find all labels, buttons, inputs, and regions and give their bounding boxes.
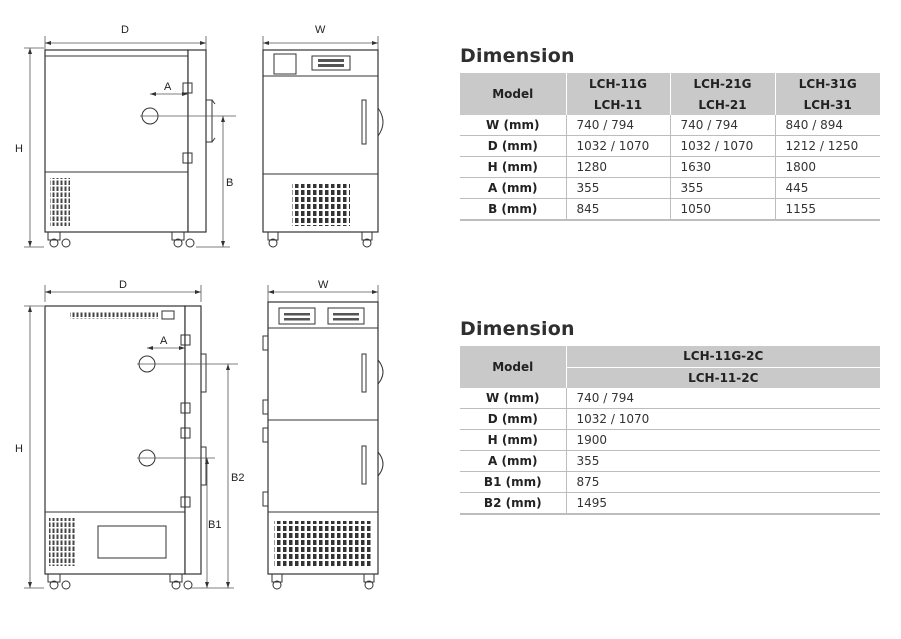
dimension-table-2: Model LCH-11G-2C LCH-11-2C W (mm) 740 / …: [460, 346, 880, 515]
table2-col-line1: LCH-11G-2C: [565, 346, 880, 368]
cell: 1032 / 1070: [565, 135, 670, 157]
table-row: W (mm) 740 / 794 740 / 794 840 / 894: [460, 115, 880, 136]
cell: 1032 / 1070: [669, 135, 775, 157]
label-b: B: [226, 177, 233, 189]
cell: 1050: [669, 198, 775, 221]
label-d: D: [121, 24, 129, 36]
cell: 875: [565, 471, 880, 493]
table1-header-row-2: LCH-11 LCH-21 LCH-31: [460, 94, 880, 115]
cell: 1495: [565, 492, 880, 515]
table-row: W (mm) 740 / 794: [460, 388, 880, 409]
table-row: A (mm) 355 355 445: [460, 177, 880, 199]
row-label: D (mm): [460, 408, 566, 430]
label-h-2: H: [15, 443, 23, 455]
cell: 1280: [565, 156, 670, 178]
table-row: D (mm) 1032 / 1070 1032 / 1070 1212 / 12…: [460, 135, 880, 157]
cell: 1212 / 1250: [774, 135, 880, 157]
table1-col-2-line2: LCH-31: [774, 94, 880, 115]
cell: 740 / 794: [669, 115, 775, 136]
row-label: H (mm): [460, 429, 566, 451]
label-a: A: [164, 81, 172, 93]
cell: 355: [565, 177, 670, 199]
cell: 445: [774, 177, 880, 199]
table2-col-line2: LCH-11-2C: [565, 367, 880, 388]
cell: 845: [565, 198, 670, 221]
cell: 740 / 794: [565, 388, 880, 409]
table-row: D (mm) 1032 / 1070: [460, 408, 880, 430]
table1-col-2-line1: LCH-31G: [774, 73, 880, 94]
row-label: B (mm): [460, 198, 566, 221]
cell: 1155: [774, 198, 880, 221]
cell: 355: [565, 450, 880, 472]
cell: 740 / 794: [565, 115, 670, 136]
dimension-title-2: Dimension: [460, 318, 575, 340]
table-row: B (mm) 845 1050 1155: [460, 198, 880, 221]
label-w-2: W: [318, 279, 329, 291]
table1-col-1-line1: LCH-21G: [669, 73, 775, 94]
bottom-front-view: W: [262, 279, 384, 590]
table-row: B1 (mm) 875: [460, 471, 880, 493]
dimension-title-1: Dimension: [460, 45, 575, 67]
cell: 1032 / 1070: [565, 408, 880, 430]
row-label: W (mm): [460, 388, 566, 409]
table2-header-row-2: LCH-11-2C: [460, 367, 880, 388]
top-side-view: D H A B: [15, 24, 236, 248]
table1-col-1-line2: LCH-21: [669, 94, 775, 115]
cell: 1800: [774, 156, 880, 178]
table-row: H (mm) 1280 1630 1800: [460, 156, 880, 178]
table1-model-header: Model: [460, 73, 566, 115]
cell: 1630: [669, 156, 775, 178]
table1-col-0-line1: LCH-11G: [565, 73, 670, 94]
top-front-view: W: [262, 24, 384, 248]
cell: 840 / 894: [774, 115, 880, 136]
dimension-table-1: Model LCH-11G LCH-21G LCH-31G LCH-11 LCH…: [460, 73, 880, 221]
row-label: B2 (mm): [460, 492, 566, 515]
row-label: H (mm): [460, 156, 566, 178]
table-row: A (mm) 355: [460, 450, 880, 472]
table1-header-row-1: Model LCH-11G LCH-21G LCH-31G: [460, 73, 880, 115]
label-h: H: [15, 143, 23, 155]
label-a-2: A: [160, 335, 168, 347]
label-b2: B2: [231, 472, 244, 484]
row-label: A (mm): [460, 450, 566, 472]
row-label: D (mm): [460, 135, 566, 157]
table2-model-header: Model: [460, 346, 566, 388]
label-w: W: [315, 24, 326, 36]
cell: 1900: [565, 429, 880, 451]
row-label: A (mm): [460, 177, 566, 199]
row-label: W (mm): [460, 115, 566, 136]
table-row: H (mm) 1900: [460, 429, 880, 451]
bottom-side-view: D H A B2 B1: [15, 279, 244, 590]
table-row: B2 (mm) 1495: [460, 492, 880, 515]
label-d-2: D: [119, 279, 127, 291]
label-b1: B1: [208, 519, 221, 531]
cell: 355: [669, 177, 775, 199]
table2-header-row-1: Model LCH-11G-2C: [460, 346, 880, 388]
table1-col-0-line2: LCH-11: [565, 94, 670, 115]
row-label: B1 (mm): [460, 471, 566, 493]
